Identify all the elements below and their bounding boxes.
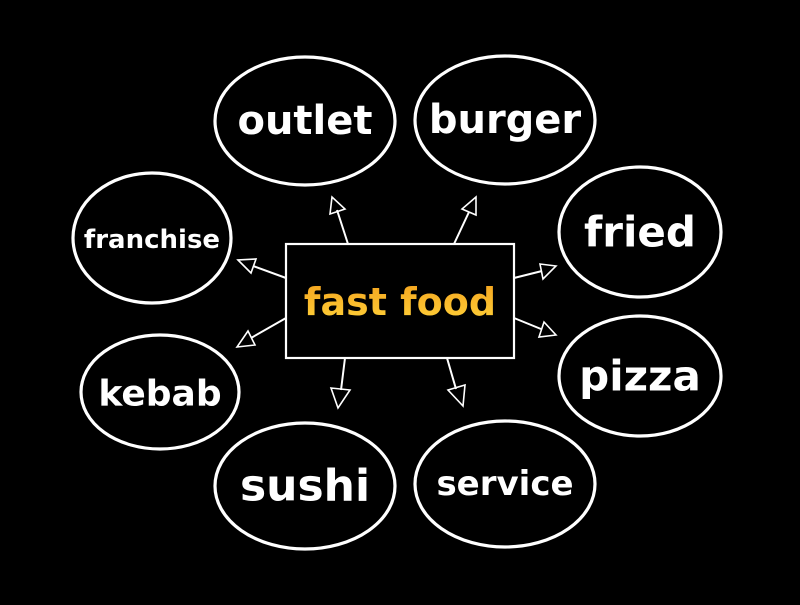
node-outlet: outlet [213, 55, 397, 187]
node-burger: burger [413, 54, 597, 186]
node-burger-ellipse [413, 54, 597, 186]
arrow-to-fried [513, 263, 558, 281]
arrow-to-service [446, 357, 466, 408]
node-kebab-ellipse [79, 333, 241, 451]
node-pizza-ellipse [557, 314, 723, 438]
arrow-to-kebab [235, 317, 287, 348]
node-fried: fried [557, 165, 723, 299]
connector-arrows [235, 195, 558, 410]
node-sushi-ellipse [213, 421, 397, 551]
node-kebab: kebab [79, 333, 241, 451]
node-outlet-ellipse [213, 55, 397, 187]
node-franchise: franchise [71, 171, 233, 305]
node-service-label: service [436, 464, 573, 504]
node-service: service [413, 419, 597, 549]
node-kebab-label: kebab [98, 374, 221, 415]
arrow-to-burger [453, 195, 477, 245]
center-topic: fast food [284, 242, 516, 360]
node-pizza: pizza [557, 314, 723, 438]
node-sushi: sushi [213, 421, 397, 551]
arrow-to-sushi [329, 357, 352, 410]
node-fried-label: fried [584, 208, 696, 257]
node-burger-label: burger [429, 97, 582, 143]
center-label: fast food [304, 280, 496, 324]
node-sushi-label: sushi [240, 461, 370, 512]
node-service-ellipse [413, 419, 597, 549]
node-pizza-label: pizza [579, 352, 701, 401]
arrow-to-pizza [513, 317, 558, 338]
center-box [284, 242, 516, 360]
node-franchise-label: franchise [84, 225, 220, 255]
arrow-to-outlet [329, 195, 349, 245]
node-outlet-label: outlet [237, 98, 372, 144]
arrow-to-franchise [236, 258, 287, 279]
node-fried-ellipse [557, 165, 723, 299]
node-franchise-ellipse [71, 171, 233, 305]
